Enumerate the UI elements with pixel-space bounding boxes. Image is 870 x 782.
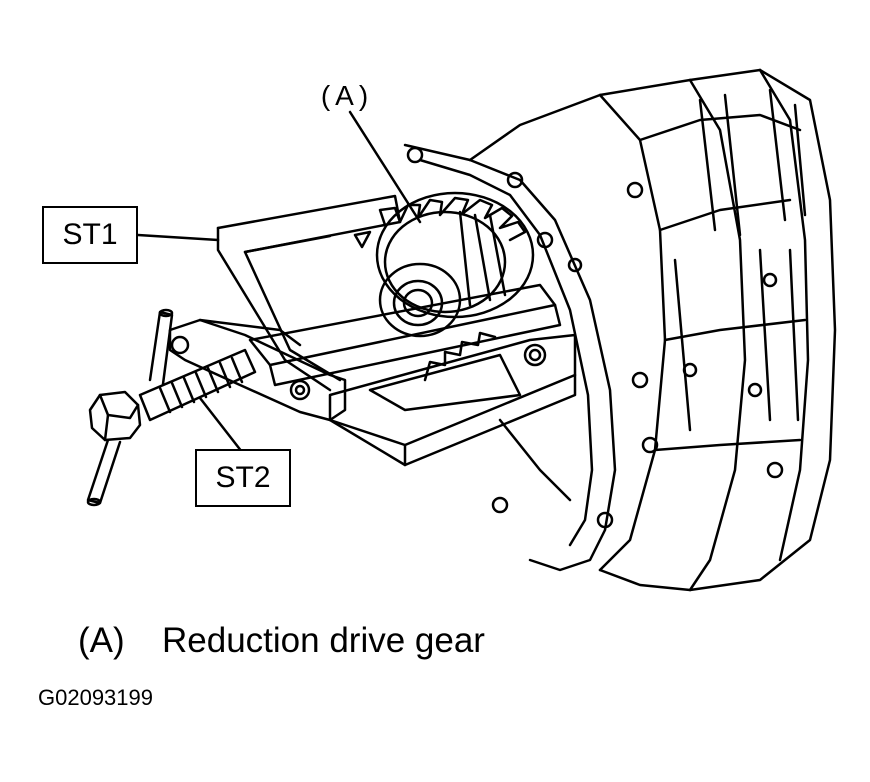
case-flange [405, 145, 615, 570]
legend-caption: (A) Reduction drive gear [78, 618, 485, 664]
transmission-case [470, 70, 835, 590]
callout-a: (A) [320, 80, 374, 111]
callout-st2: ST2 [195, 449, 291, 507]
legend-description: Reduction drive gear [162, 621, 485, 660]
legend-key: (A) [78, 621, 125, 660]
leader-st2 [200, 398, 242, 452]
leader-lines [138, 112, 420, 452]
callout-st1: ST1 [42, 206, 138, 264]
leader-a [350, 112, 420, 222]
figure-code: G02093199 [38, 685, 153, 710]
st2-screw-assembly [88, 310, 345, 505]
leader-st1 [138, 235, 218, 240]
